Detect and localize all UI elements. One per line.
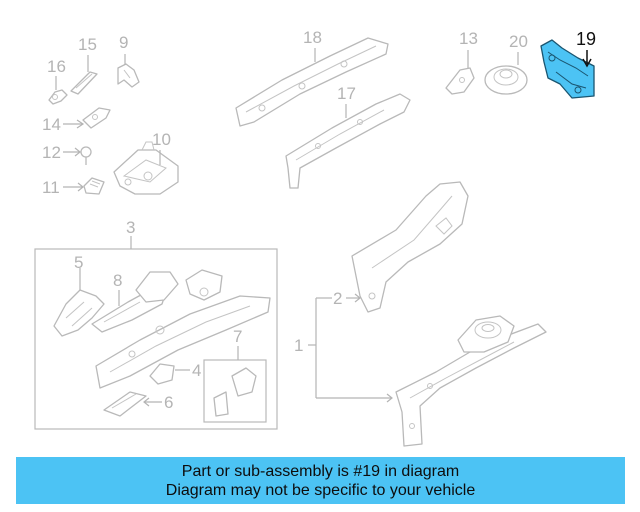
label-3: 3: [126, 218, 135, 237]
label-2: 2: [333, 289, 342, 308]
label-13: 13: [459, 29, 478, 48]
part-6-reinforcement[interactable]: [103, 391, 147, 417]
label-15: 15: [78, 35, 97, 54]
part-19-bracket-highlighted[interactable]: [540, 39, 595, 99]
part-1-side-rail-assembly[interactable]: [395, 315, 547, 447]
group-box-7: [203, 359, 267, 423]
group-box-3: [34, 248, 278, 430]
label-4: 4: [192, 361, 201, 380]
part-13-bracket[interactable]: [445, 67, 475, 95]
label-1: 1: [294, 336, 303, 355]
banner-line-1: Part or sub-assembly is #19 in diagram: [181, 462, 460, 480]
info-banner: Part or sub-assembly is #19 in diagram D…: [16, 457, 625, 504]
parts-diagram: 16 15 9 14 12 11 10: [34, 28, 596, 447]
label-16: 16: [47, 57, 66, 76]
label-12: 12: [42, 143, 61, 162]
part-20-plug[interactable]: [484, 65, 528, 95]
label-6: 6: [164, 393, 173, 412]
part-5-bracket[interactable]: [53, 289, 105, 337]
part-18-rail[interactable]: [235, 37, 389, 127]
part-15-bracket[interactable]: [70, 71, 98, 95]
part-16-bracket[interactable]: [48, 89, 68, 105]
label-20: 20: [509, 32, 528, 51]
label-8: 8: [113, 271, 122, 290]
part-2-apron-panel[interactable]: [351, 181, 469, 313]
part-7-bracket[interactable]: [213, 367, 257, 417]
label-5: 5: [74, 253, 83, 272]
label-11: 11: [42, 178, 60, 197]
label-17: 17: [337, 84, 356, 103]
part-4-bracket[interactable]: [149, 363, 175, 385]
part-11-clip[interactable]: [83, 177, 105, 195]
part-3-side-member[interactable]: [95, 269, 271, 389]
label-7: 7: [233, 327, 242, 346]
part-9-bracket[interactable]: [117, 63, 140, 88]
label-9: 9: [119, 33, 128, 52]
part-17-rail[interactable]: [285, 93, 411, 189]
banner-line-2: Diagram may not be specific to your vehi…: [165, 481, 476, 499]
label-19: 19: [576, 29, 596, 49]
part-14-bracket[interactable]: [82, 107, 111, 129]
part-10-bracket-assembly[interactable]: [113, 141, 179, 195]
label-14: 14: [42, 115, 61, 134]
label-18: 18: [303, 28, 322, 47]
label-10: 10: [152, 130, 171, 149]
part-12-bolt[interactable]: [80, 146, 92, 165]
